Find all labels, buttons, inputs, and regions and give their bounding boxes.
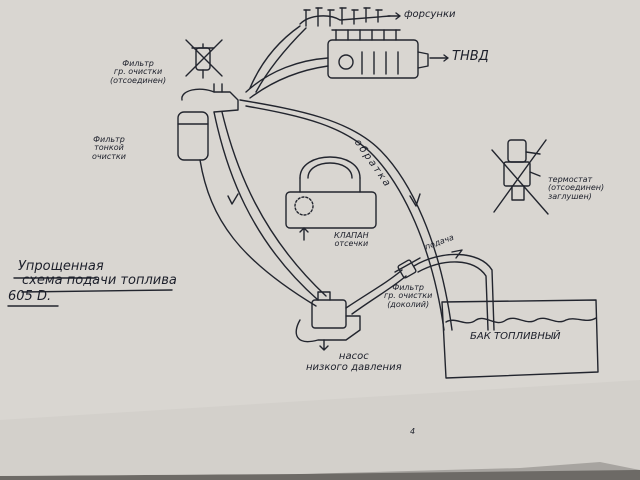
injectors-arrow xyxy=(387,12,401,20)
fine-filter xyxy=(177,83,239,161)
inline-filter-label: Фильтр гр. очистки (доколий) xyxy=(384,283,433,309)
coarse-filter-label: Фильтр гр. очистки (отсоединен) xyxy=(110,59,167,85)
return-line xyxy=(239,99,453,331)
hp-pump xyxy=(327,29,429,79)
lp-pump-label: насос низкого давления xyxy=(306,351,402,373)
title-line1: Упрощенная xyxy=(18,259,104,274)
thermostat-crossed-out-icon xyxy=(491,139,549,215)
fuel-tank-label: БАК ТОПЛИВНЫЙ xyxy=(470,331,561,342)
injectors-label: форсунки xyxy=(404,9,456,20)
title-line3: 605 D. xyxy=(8,289,52,304)
crossed-out-icon xyxy=(185,39,223,77)
hp-pump-label: ТНВД xyxy=(452,49,489,64)
lp-pump xyxy=(295,291,361,351)
title-line2: схема подачи топлива xyxy=(22,273,177,288)
supply-line-left xyxy=(213,111,319,301)
injector-lines xyxy=(249,25,307,93)
thermostat xyxy=(503,139,541,201)
supply-line-right xyxy=(345,269,407,315)
fine-filter-label: Фильтр тонкой очистки xyxy=(92,135,126,161)
fuel-tank xyxy=(441,299,599,379)
paper-shadow xyxy=(0,380,640,476)
title-underline xyxy=(7,277,173,307)
injectors xyxy=(299,7,391,27)
cutoff-valve xyxy=(285,156,377,241)
cutoff-valve-label: КЛАПАН отсечки xyxy=(334,231,369,249)
return-arrow xyxy=(409,193,421,207)
coarse-filter xyxy=(191,43,215,79)
hp-pump-arrow xyxy=(429,54,449,62)
page-mark: 4 xyxy=(410,427,416,436)
thermostat-label: термостат (отсоединен) заглушен) xyxy=(548,175,605,201)
inline-filter xyxy=(394,257,421,279)
